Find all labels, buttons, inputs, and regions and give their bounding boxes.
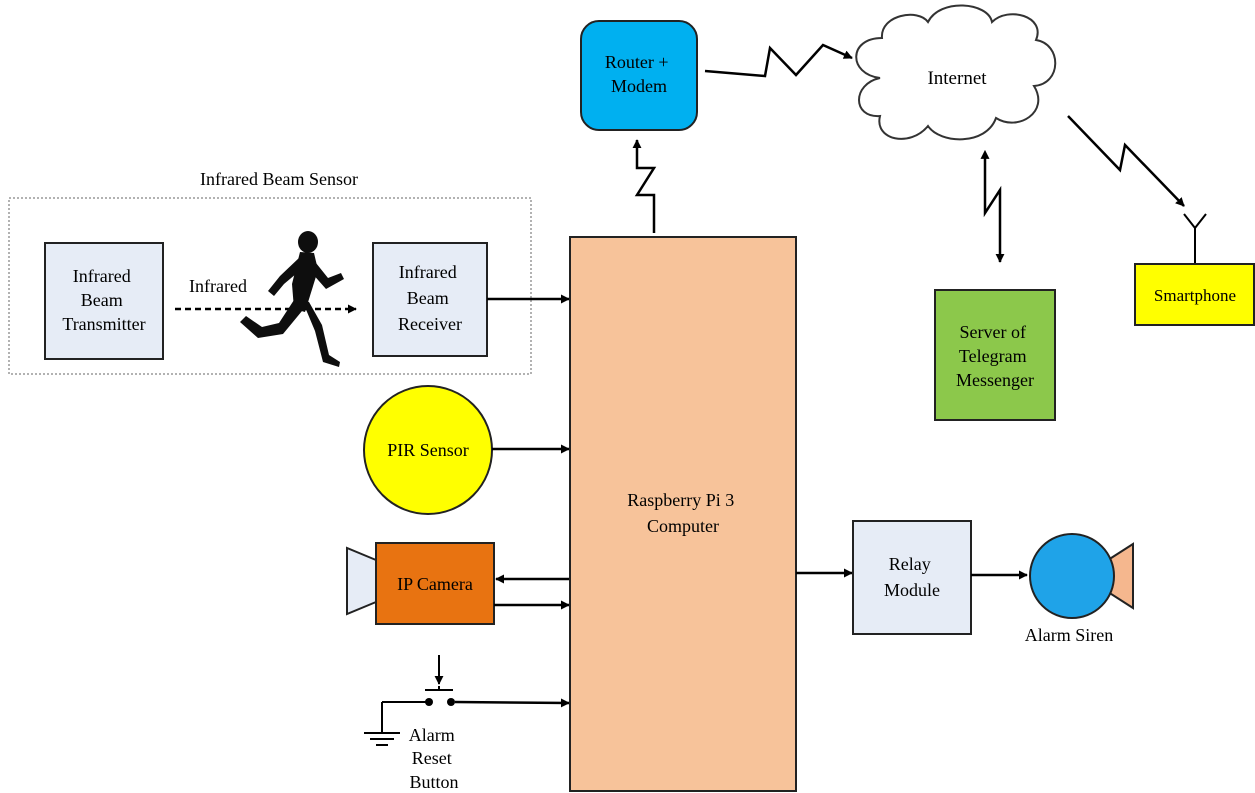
pir-sensor-label: PIR Sensor (387, 440, 469, 460)
alarm-siren-label: Alarm Siren (1025, 625, 1113, 645)
router-modem-box (580, 20, 698, 131)
internet-label: Internet (927, 68, 987, 89)
alarm-siren-icon (1029, 533, 1115, 619)
running-person-icon (240, 231, 344, 367)
smartphone-label: Smartphone (1154, 286, 1236, 305)
ir-receiver-box (372, 242, 488, 357)
relay-module-label: Relay Module (884, 554, 940, 600)
raspberry-pi-label: Raspberry Pi 3 Computer (627, 490, 739, 536)
beam-sensor-group-title: Infrared Beam Sensor (200, 169, 358, 189)
raspberry-pi-box (569, 236, 797, 792)
router-to-internet-wireless-arrow (704, 43, 853, 78)
smartphone-box (1134, 263, 1255, 326)
relay-module-box (852, 520, 972, 635)
internet-telegram-wireless-arrow (980, 149, 1005, 263)
ip-camera-label: IP Camera (397, 574, 473, 594)
internet-cloud-icon (855, 4, 1057, 141)
camera-lens-icon (346, 546, 377, 616)
reset-button-label: Alarm Reset Button (409, 725, 459, 792)
ir-receiver-label: Infrared Beam Receiver (398, 262, 462, 334)
pi-to-router-wireless-arrow (632, 139, 657, 233)
button-to-pi-arrow (454, 698, 570, 708)
internet-to-smartphone-wireless-arrow (1067, 115, 1185, 207)
beam-sensor-group-border (8, 197, 532, 375)
ir-transmitter-label: Infrared Beam Transmitter (62, 266, 145, 334)
ir-beam-label: Infrared (189, 276, 247, 296)
ground-icon (364, 732, 400, 746)
antenna-icon (1183, 213, 1207, 264)
telegram-server-label: Server of Telegram Messenger (956, 322, 1034, 390)
ip-camera-box (375, 542, 495, 625)
router-modem-label: Router + Modem (605, 52, 673, 96)
reset-button-symbol (381, 655, 455, 733)
telegram-server-box (934, 289, 1056, 421)
ir-transmitter-box (44, 242, 164, 360)
